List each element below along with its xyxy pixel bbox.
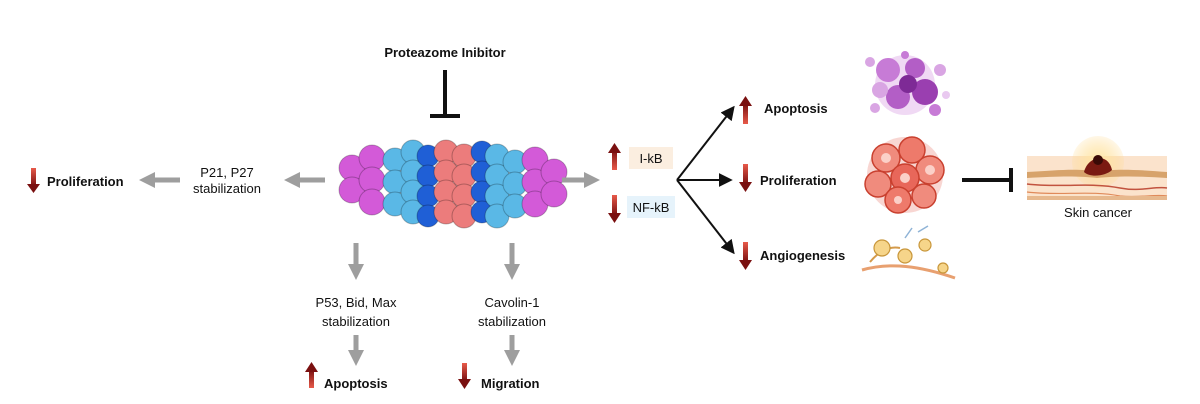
p21-p27-stabilization-label: stabilization bbox=[193, 181, 261, 196]
proteasome-icon bbox=[338, 139, 568, 229]
outcome-angiogenesis-label: Angiogenesis bbox=[760, 248, 845, 263]
p21-p27-label: P21, P27 bbox=[200, 165, 254, 180]
outcome-apoptosis-label: Apoptosis bbox=[764, 101, 828, 116]
up-arrow-ikb bbox=[608, 143, 621, 170]
arrow-down-left bbox=[348, 243, 364, 280]
up-arrow-apoptosis-bottom bbox=[305, 362, 318, 388]
down-arrow-proliferation-left bbox=[27, 168, 40, 193]
cavolin-stabilization-label: stabilization bbox=[478, 314, 546, 329]
migration-label: Migration bbox=[481, 376, 540, 391]
apoptosis-bottom-label: Apoptosis bbox=[324, 376, 388, 391]
proliferation-left-label: Proliferation bbox=[47, 174, 124, 189]
up-arrow-apoptosis-right bbox=[739, 96, 752, 124]
outcome-proliferation-label: Proliferation bbox=[760, 173, 837, 188]
proteasome-subunit bbox=[540, 180, 568, 208]
inhibition-to-skin-cancer bbox=[962, 168, 1013, 192]
down-arrow-proliferation-right bbox=[739, 164, 752, 192]
p53-stabilization-label: stabilization bbox=[322, 314, 390, 329]
arrow-to-migration bbox=[504, 335, 520, 366]
arrow-to-p21 bbox=[284, 172, 325, 188]
skin-cancer-icon bbox=[1026, 136, 1168, 200]
ikb-box bbox=[629, 147, 673, 169]
arrow-down-right bbox=[504, 243, 520, 280]
down-arrow-migration bbox=[458, 363, 471, 389]
arrow-to-ikb bbox=[562, 172, 600, 188]
arrow-to-proliferation bbox=[139, 172, 180, 188]
nfkb-box bbox=[627, 196, 675, 218]
blood-vessel-icon bbox=[861, 225, 956, 280]
p53-bid-max-label: P53, Bid, Max bbox=[316, 295, 397, 310]
fan-arrows bbox=[676, 105, 735, 255]
inhibitor-label: Proteazome Inibitor bbox=[384, 45, 505, 60]
arrow-to-apoptosis-bottom bbox=[348, 335, 364, 366]
inhibition-symbol bbox=[430, 70, 460, 118]
ikb-label: I-kB bbox=[639, 151, 662, 166]
tumor-cluster-icon bbox=[864, 136, 945, 214]
down-arrow-nfkb bbox=[608, 195, 621, 223]
proteasome-subunit bbox=[358, 188, 386, 216]
down-arrow-angiogenesis bbox=[739, 242, 752, 270]
skin-cancer-label: Skin cancer bbox=[1064, 205, 1133, 220]
apoptotic-cells-icon bbox=[865, 51, 950, 116]
nfkb-label: NF-kB bbox=[633, 200, 670, 215]
cavolin-label: Cavolin-1 bbox=[485, 295, 540, 310]
